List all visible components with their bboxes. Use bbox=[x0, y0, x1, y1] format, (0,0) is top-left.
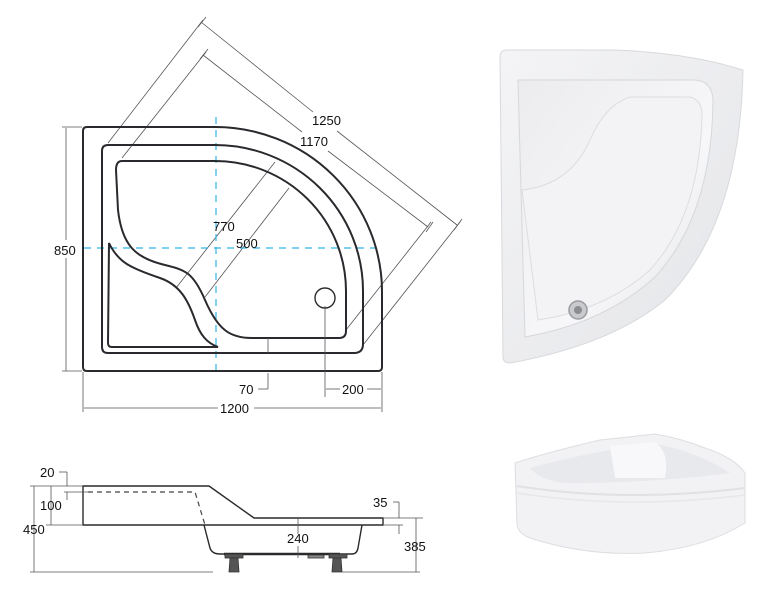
plan-view-svg: 1250 1170 770 500 850 70 200 1200 bbox=[54, 16, 463, 416]
dim-450-label: 450 bbox=[23, 522, 45, 537]
dim-1200-label: 1200 bbox=[220, 401, 249, 416]
side-profile bbox=[82, 485, 384, 556]
center-lines bbox=[84, 117, 383, 375]
front-photo-svg bbox=[514, 433, 746, 554]
side-view-svg: 20 100 450 35 240 385 bbox=[23, 465, 426, 573]
diagonal-dimension-lines bbox=[107, 16, 463, 346]
dim-70-label: 70 bbox=[239, 382, 253, 397]
dim-200-label: 200 bbox=[342, 382, 364, 397]
dim-35-label: 35 bbox=[373, 495, 387, 510]
dim-385-label: 385 bbox=[404, 539, 426, 554]
dim-500-label: 500 bbox=[236, 236, 258, 251]
dim-1250-label: 1250 bbox=[312, 113, 341, 128]
dim-850-label: 850 bbox=[54, 243, 76, 258]
dim-1170-label: 1170 bbox=[300, 134, 328, 149]
linear-dimension-lines bbox=[62, 126, 383, 412]
drain-icon bbox=[314, 287, 336, 309]
side-dimension-lines bbox=[30, 471, 423, 573]
dim-100-label: 100 bbox=[40, 498, 62, 513]
top-photo-svg bbox=[499, 49, 744, 364]
side-view-drawing: 20 100 450 35 240 385 bbox=[0, 440, 440, 595]
seat-hidden-line bbox=[88, 491, 206, 526]
shower-tray-panel-photo bbox=[505, 428, 750, 568]
dim-20-label: 20 bbox=[40, 465, 54, 480]
tray-outline bbox=[82, 126, 383, 372]
plan-view-drawing: 1250 1170 770 500 850 70 200 1200 bbox=[0, 0, 480, 420]
dim-770-label: 770 bbox=[213, 219, 235, 234]
tray-feet bbox=[224, 553, 348, 573]
dim-240-label: 240 bbox=[287, 531, 309, 546]
shower-tray-top-photo bbox=[490, 45, 755, 375]
